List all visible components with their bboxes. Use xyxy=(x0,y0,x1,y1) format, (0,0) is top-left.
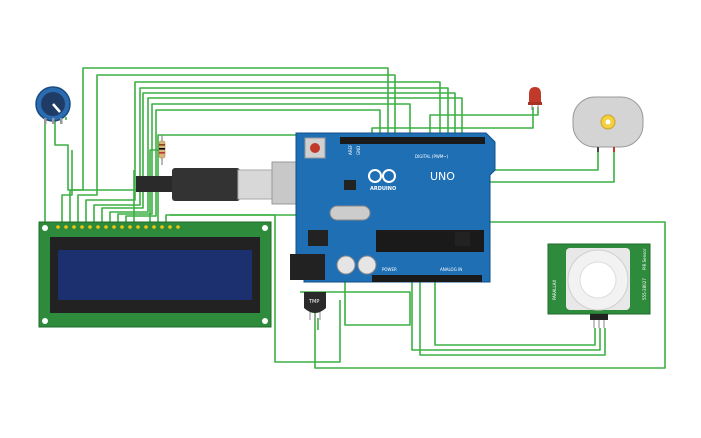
digital-label: DIGITAL (PWM~) xyxy=(415,154,449,159)
gnd-label: GND xyxy=(356,146,361,155)
dc-motor-icon[interactable] xyxy=(572,96,644,152)
tmp-sensor[interactable]: TMP xyxy=(304,292,326,322)
pir-top-label: PIR Sensor xyxy=(642,248,647,270)
power-label: POWER xyxy=(382,267,397,272)
lcd-16x2[interactable] xyxy=(38,221,272,328)
potentiometer-icon[interactable] xyxy=(35,86,71,124)
arduino-logo-icon xyxy=(368,169,396,183)
aref-label: AREF xyxy=(348,144,353,155)
analog-label: ANALOG IN xyxy=(440,267,462,272)
pir-sensor[interactable]: PARALLAX 555-28027 PIR Sensor xyxy=(547,243,651,328)
resistor-icon[interactable] xyxy=(158,135,166,165)
pir-side-left: PARALLAX xyxy=(552,279,557,300)
arduino-uno[interactable]: ARDUINO UNO DIGITAL (PWM~) POWER ANALOG … xyxy=(290,132,496,283)
tmp-label: TMP xyxy=(308,299,319,305)
arduino-brand: ARDUINO xyxy=(370,186,396,192)
pir-side-right: 555-28027 xyxy=(642,278,647,300)
lcd-pins xyxy=(56,225,180,229)
led-icon[interactable] xyxy=(528,87,542,110)
arduino-model: UNO xyxy=(430,170,455,183)
